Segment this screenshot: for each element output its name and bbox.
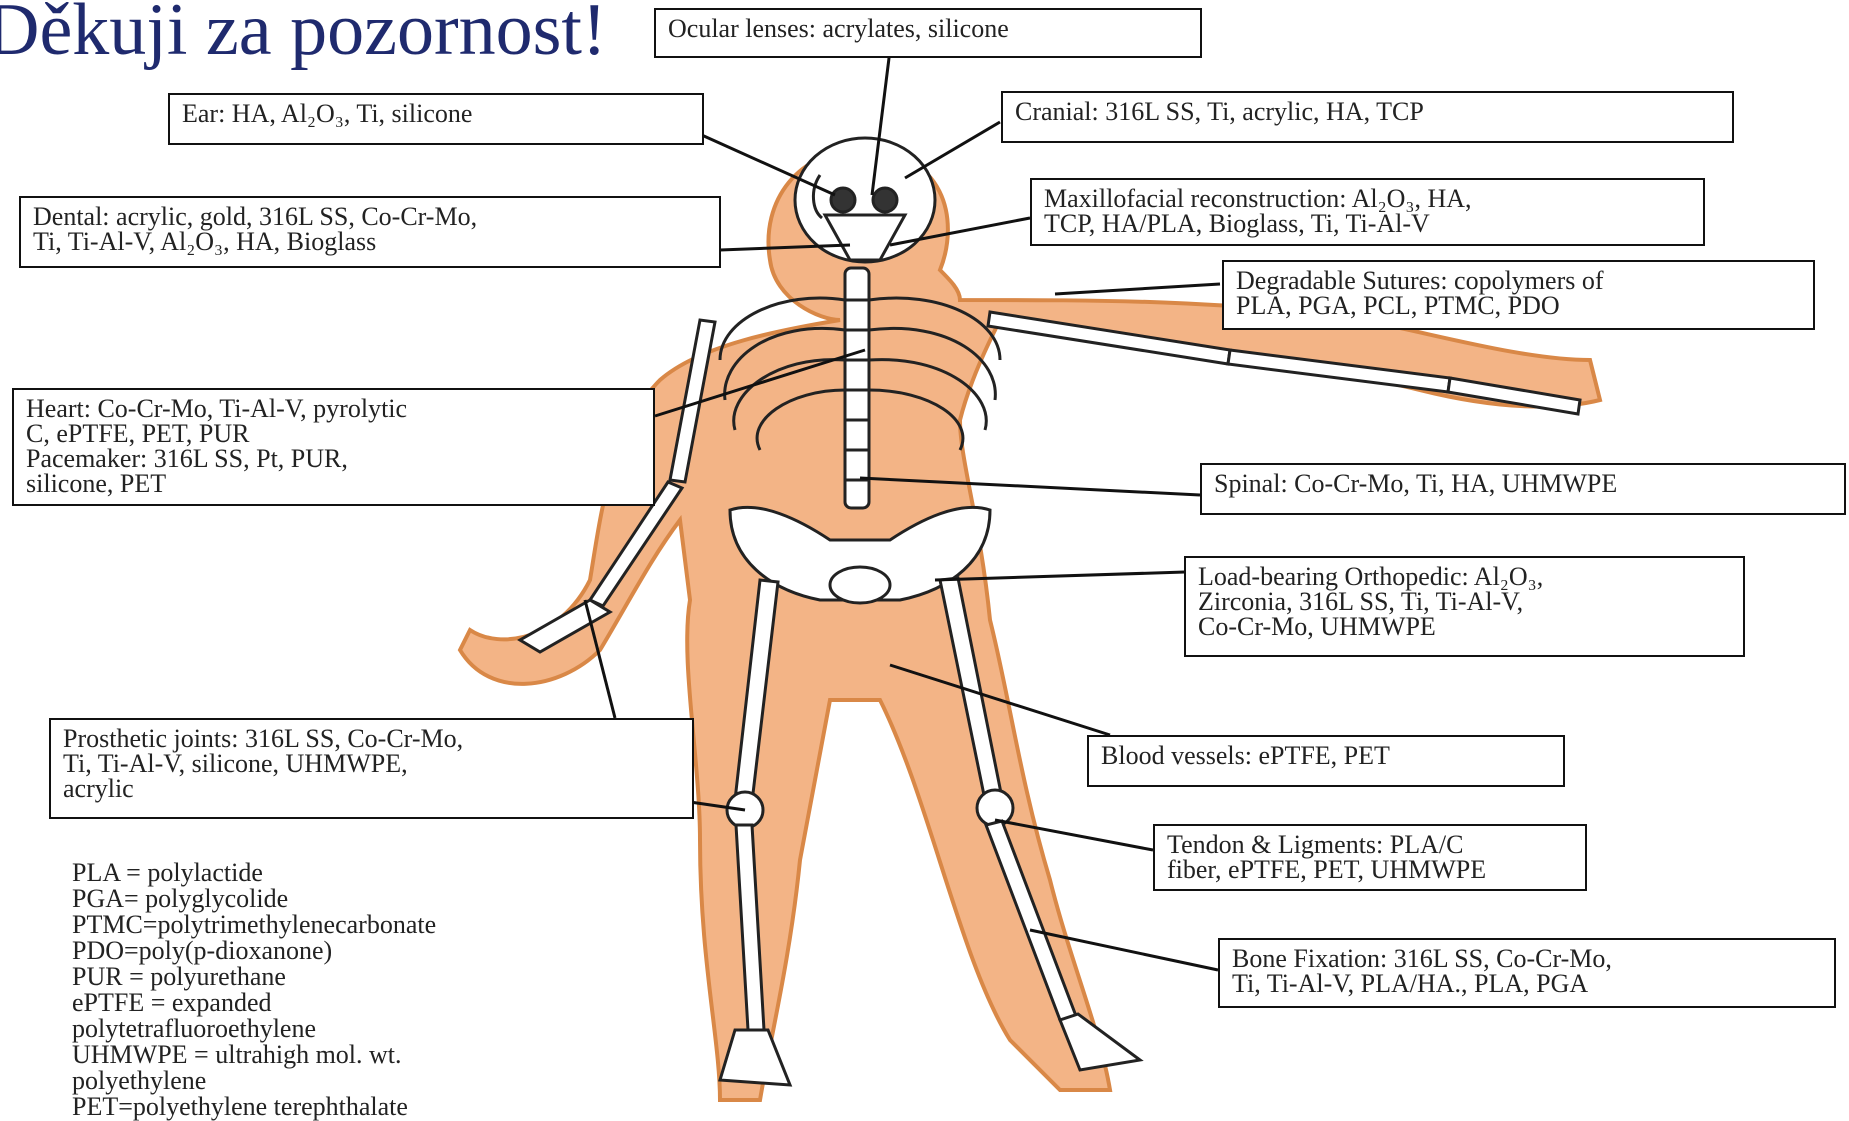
label-line: Prosthetic joints: 316L SS, Co-Cr-Mo,: [63, 726, 680, 751]
skull: [795, 138, 935, 262]
label-bone-fixation: Bone Fixation: 316L SS, Co-Cr-Mo, Ti, Ti…: [1218, 938, 1836, 1008]
legend-line: PTMC=polytrimethylenecarbonate: [72, 912, 632, 938]
label-spinal: Spinal: Co-Cr-Mo, Ti, HA, UHMWPE: [1200, 463, 1846, 515]
label-line: Heart: Co-Cr-Mo, Ti-Al-V, pyrolytic: [26, 396, 641, 421]
label-maxillofacial: Maxillofacial reconstruction: Al₂O₃, HA,…: [1030, 178, 1705, 246]
label-line: Co-Cr-Mo, UHMWPE: [1198, 614, 1731, 639]
label-load-bearing-orthopedic: Load-bearing Orthopedic: Al₂O₃, Zirconia…: [1184, 556, 1745, 657]
label-line: Ocular lenses: acrylates, silicone: [668, 16, 1188, 41]
legend-line: PET=polyethylene terephthalate: [72, 1094, 632, 1120]
spine: [845, 268, 869, 508]
label-dental: Dental: acrylic, gold, 316L SS, Co-Cr-Mo…: [19, 196, 721, 268]
label-ear: Ear: HA, Al₂O₃, Ti, silicone: [168, 93, 704, 145]
label-ocular-lenses: Ocular lenses: acrylates, silicone: [654, 8, 1202, 58]
label-line: Maxillofacial reconstruction: Al₂O₃, HA,: [1044, 186, 1691, 211]
legend-line: PUR = polyurethane: [72, 964, 632, 990]
label-line: Bone Fixation: 316L SS, Co-Cr-Mo,: [1232, 946, 1822, 971]
label-line: C, ePTFE, PET, PUR: [26, 421, 641, 446]
label-line: Degradable Sutures: copolymers of: [1236, 268, 1801, 293]
label-prosthetic-joints: Prosthetic joints: 316L SS, Co-Cr-Mo, Ti…: [49, 718, 694, 819]
label-blood-vessels: Blood vessels: ePTFE, PET: [1087, 735, 1565, 787]
label-line: Cranial: 316L SS, Ti, acrylic, HA, TCP: [1015, 99, 1720, 124]
label-line: Blood vessels: ePTFE, PET: [1101, 743, 1551, 768]
label-line: acrylic: [63, 776, 680, 801]
legend-line: polyethylene: [72, 1068, 632, 1094]
legend-line: UHMWPE = ultrahigh mol. wt.: [72, 1042, 632, 1068]
abbreviation-legend: PLA = polylactide PGA= polyglycolide PTM…: [72, 860, 632, 1120]
legend-line: PGA= polyglycolide: [72, 886, 632, 912]
label-line: PLA, PGA, PCL, PTMC, PDO: [1236, 293, 1801, 318]
label-degradable-sutures: Degradable Sutures: copolymers of PLA, P…: [1222, 260, 1815, 330]
legend-line: PDO=poly(p-dioxanone): [72, 938, 632, 964]
label-line: Pacemaker: 316L SS, Pt, PUR,: [26, 446, 641, 471]
label-line: Ti, Ti-Al-V, PLA/HA., PLA, PGA: [1232, 971, 1822, 996]
label-line: Dental: acrylic, gold, 316L SS, Co-Cr-Mo…: [33, 204, 707, 229]
page-title: Děkuji za pozornost!: [0, 0, 607, 73]
label-line: Zirconia, 316L SS, Ti, Ti-Al-V,: [1198, 589, 1731, 614]
label-tendon-ligaments: Tendon & Ligments: PLA/C fiber, ePTFE, P…: [1153, 824, 1587, 891]
label-cranial: Cranial: 316L SS, Ti, acrylic, HA, TCP: [1001, 91, 1734, 143]
label-line: TCP, HA/PLA, Bioglass, Ti, Ti-Al-V: [1044, 211, 1691, 236]
label-heart-pacemaker: Heart: Co-Cr-Mo, Ti-Al-V, pyrolytic C, e…: [12, 388, 655, 506]
label-line: Ear: HA, Al₂O₃, Ti, silicone: [182, 101, 690, 126]
label-line: Spinal: Co-Cr-Mo, Ti, HA, UHMWPE: [1214, 471, 1832, 496]
label-line: silicone, PET: [26, 471, 641, 496]
legend-line: PLA = polylactide: [72, 860, 632, 886]
label-line: Load-bearing Orthopedic: Al₂O₃,: [1198, 564, 1731, 589]
label-line: Ti, Ti-Al-V, Al₂O₃, HA, Bioglass: [33, 229, 707, 254]
legend-line: polytetrafluoroethylene: [72, 1016, 632, 1042]
label-line: Ti, Ti-Al-V, silicone, UHMWPE,: [63, 751, 680, 776]
legend-line: ePTFE = expanded: [72, 990, 632, 1016]
label-line: Tendon & Ligments: PLA/C: [1167, 832, 1573, 857]
label-line: fiber, ePTFE, PET, UHMWPE: [1167, 857, 1573, 882]
